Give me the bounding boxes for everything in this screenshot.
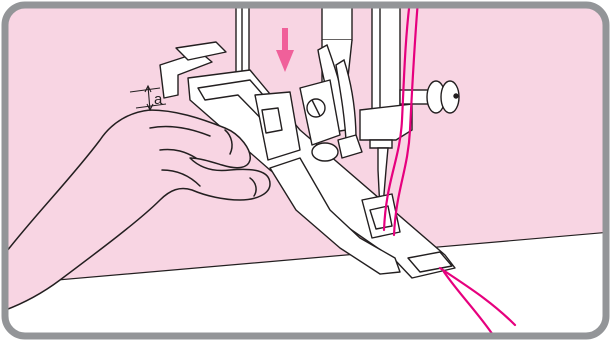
callout-label: a: [154, 91, 163, 108]
